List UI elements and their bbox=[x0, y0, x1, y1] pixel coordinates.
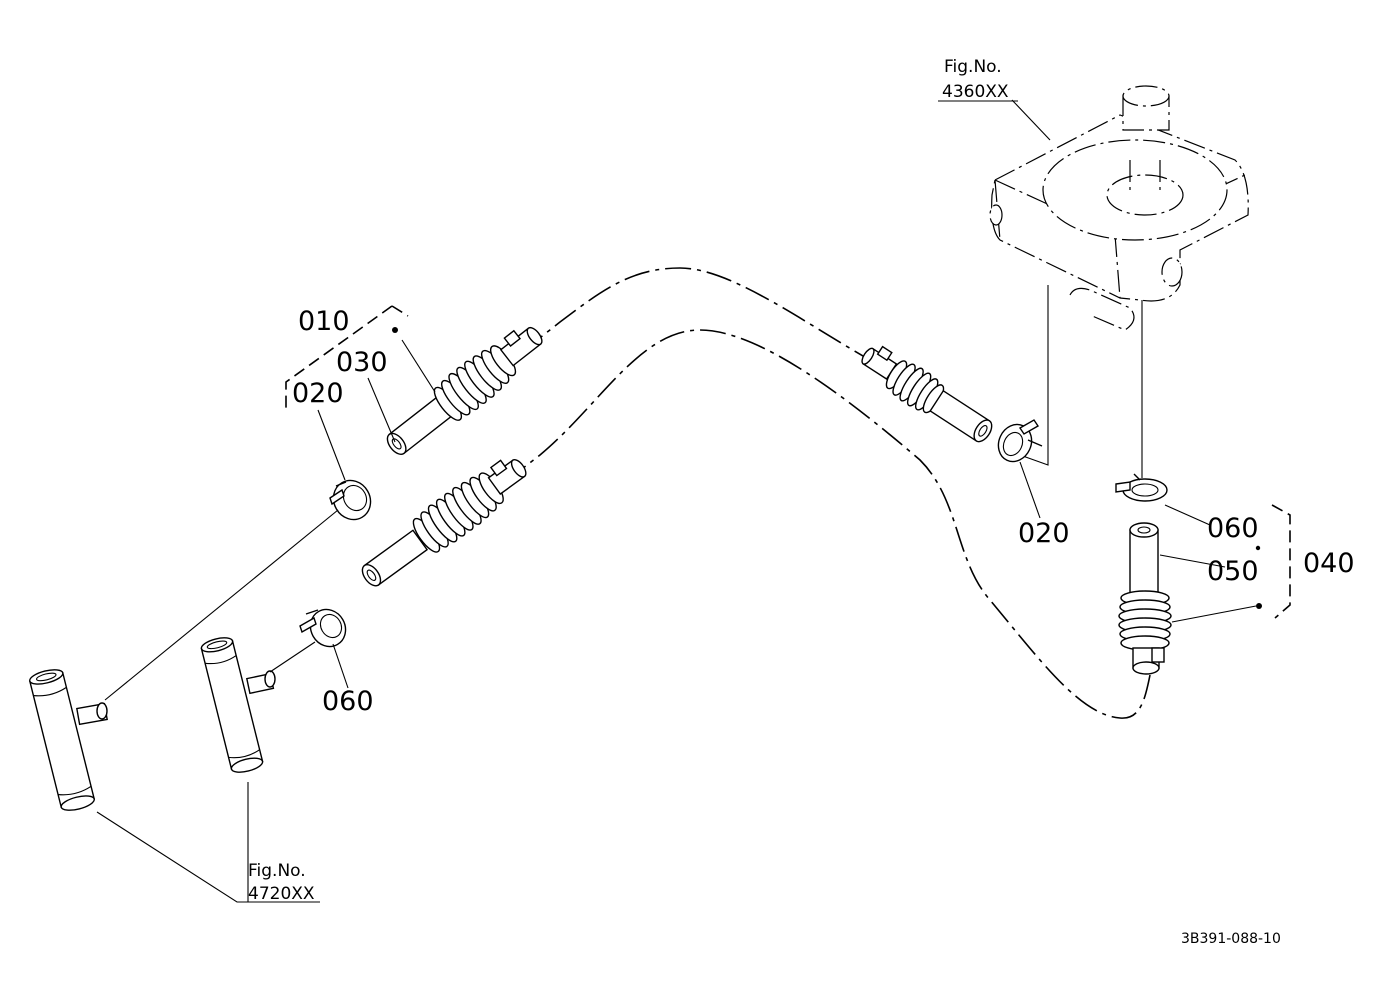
hose-clamp-060-right bbox=[1115, 473, 1168, 502]
leader-4360xx bbox=[1011, 99, 1051, 141]
fig-ref-bottom-number: 4720XX bbox=[248, 884, 315, 904]
leader-050 bbox=[1159, 554, 1226, 568]
drawing-code: 3B391-088-10 bbox=[1181, 931, 1281, 947]
callout-020-right: 020 bbox=[1018, 518, 1070, 549]
bracket-040 bbox=[1271, 504, 1291, 619]
hose-assembly-010 bbox=[386, 326, 543, 455]
fig-ref-top-label: Fig.No. bbox=[944, 57, 1002, 77]
pipe-left bbox=[28, 669, 108, 811]
marker-dot-040 bbox=[1256, 603, 1262, 609]
leader-020-left bbox=[317, 409, 346, 481]
fig-ref-top-number: 4360XX bbox=[942, 82, 1009, 102]
callout-030: 030 bbox=[336, 347, 388, 378]
leader-020-right bbox=[1019, 461, 1041, 519]
hose-clamp-020-left bbox=[329, 479, 372, 521]
bracket-010 bbox=[285, 305, 409, 410]
callout-040: 040 bbox=[1303, 548, 1355, 579]
leader-010 bbox=[401, 339, 436, 393]
leader-030 bbox=[367, 377, 396, 443]
callout-010: 010 bbox=[298, 306, 350, 337]
pipe-right bbox=[200, 637, 276, 773]
hose-path-upper bbox=[521, 267, 871, 361]
hose-clamp-060-left bbox=[299, 608, 347, 648]
alignment-line-lower bbox=[269, 641, 316, 673]
hose-clamp-020-right bbox=[997, 419, 1043, 463]
callout-050: 050 bbox=[1207, 556, 1259, 587]
hose-assembly-lower bbox=[361, 458, 527, 587]
marker-dot-010 bbox=[392, 327, 398, 333]
alignment-line-upper bbox=[104, 509, 339, 701]
leader-020-right-bracket bbox=[1019, 285, 1049, 466]
callout-060-left: 060 bbox=[322, 686, 374, 717]
hose-assembly-040 bbox=[1118, 522, 1172, 675]
leader-060-left bbox=[332, 643, 349, 689]
valve-housing bbox=[989, 85, 1249, 331]
leader-040 bbox=[1171, 605, 1257, 623]
callout-020-left: 020 bbox=[292, 378, 344, 409]
leader-060-right bbox=[1164, 504, 1211, 526]
leader-4720xx bbox=[96, 782, 320, 903]
fig-ref-bottom-label: Fig.No. bbox=[248, 861, 306, 881]
hose-assembly-middle bbox=[861, 345, 993, 443]
marker-dot-050 bbox=[1255, 545, 1261, 551]
callout-060-right: 060 bbox=[1207, 513, 1259, 544]
